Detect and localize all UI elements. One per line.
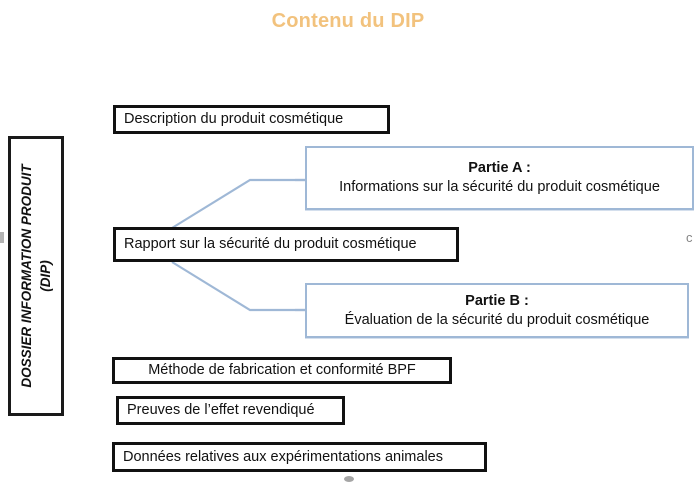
page-title: Contenu du DIP	[271, 10, 425, 32]
box-partie-a-heading: Partie A :	[468, 160, 531, 177]
box-donnees-experimentations[interactable]: Données relatives aux expérimentations a…	[112, 442, 487, 472]
right-edge-artifact: c	[686, 230, 693, 245]
box-methode-fabrication-label: Méthode de fabrication et conformité BPF	[148, 362, 416, 379]
box-description-produit[interactable]: Description du produit cosmétique	[113, 105, 390, 134]
dossier-spine-box: DOSSIER INFORMATION PRODUIT (DIP)	[8, 136, 64, 416]
box-donnees-experimentations-label: Données relatives aux expérimentations a…	[123, 448, 443, 465]
box-partie-a-text: Informations sur la sécurité du produit …	[339, 179, 660, 195]
box-methode-fabrication[interactable]: Méthode de fabrication et conformité BPF	[112, 357, 452, 384]
dossier-spine-line1: DOSSIER INFORMATION PRODUIT	[19, 164, 34, 388]
box-rapport-securite[interactable]: Rapport sur la sécurité du produit cosmé…	[113, 227, 459, 262]
connector-partie-b	[171, 261, 305, 312]
left-edge-artifact	[0, 232, 4, 243]
box-preuves-effet-label: Preuves de l’effet revendiqué	[127, 402, 315, 419]
box-partie-b[interactable]: Partie B : Évaluation de la sécurité du …	[305, 283, 689, 338]
bottom-edge-artifact	[344, 476, 354, 482]
box-preuves-effet[interactable]: Preuves de l’effet revendiqué	[116, 396, 345, 425]
dossier-spine-label: DOSSIER INFORMATION PRODUIT (DIP)	[17, 164, 55, 387]
box-partie-b-text: Évaluation de la sécurité du produit cos…	[344, 311, 650, 328]
dossier-spine-line2: (DIP)	[38, 260, 53, 292]
box-description-produit-label: Description du produit cosmétique	[124, 111, 344, 128]
box-rapport-securite-label: Rapport sur la sécurité du produit cosmé…	[124, 236, 417, 253]
box-partie-b-heading: Partie B :	[465, 292, 529, 309]
connector-partie-a	[171, 178, 305, 229]
box-partie-a[interactable]: Partie A : Informations sur la sécurité …	[305, 146, 694, 210]
